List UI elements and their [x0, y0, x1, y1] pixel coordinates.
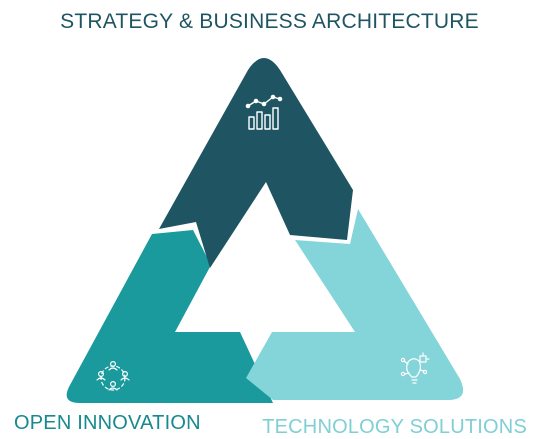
segment-label-technology-solutions: TECHNOLOGY SOLUTIONS: [262, 416, 527, 438]
bar-chart-growth-icon: [245, 94, 283, 130]
segment-strategy-business-architecture: [159, 58, 353, 268]
segment-technology-solutions: [246, 209, 464, 400]
lightbulb-tech-icon: [400, 352, 430, 384]
people-network-icon: [96, 361, 130, 391]
segment-open-innovation: [66, 230, 274, 403]
segment-label-strategy: STRATEGY & BUSINESS ARCHITECTURE: [60, 10, 479, 33]
segment-label-open-innovation: OPEN INNOVATION: [14, 412, 201, 434]
